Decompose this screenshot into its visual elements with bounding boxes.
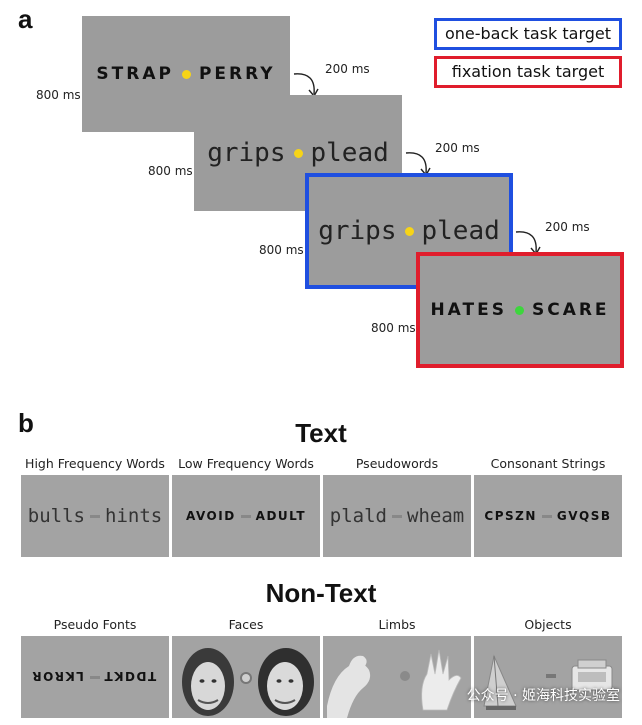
stimulus-low-frequency-words: AVOID ADULT [172, 475, 320, 557]
faces-image [182, 648, 314, 716]
stimulus-right-word: wheam [407, 505, 465, 527]
category-label-consonant-strings: Consonant Strings [490, 456, 606, 471]
stimulus-consonant-strings: CPSZN GVQSB [474, 475, 622, 557]
fixation-mark [240, 514, 251, 518]
frame-3-right-word: plead [421, 216, 500, 246]
category-label-pseudo-fonts: Pseudo Fonts [53, 617, 137, 632]
fixation-mark [541, 514, 552, 518]
frame-2-duration: 800 ms [148, 164, 193, 178]
stimulus-left-word: AVOID [185, 509, 236, 523]
frame-4-left-word: HATES [430, 300, 507, 320]
legend-oneback-target: one-back task target [434, 18, 622, 50]
watermark: 公众号 · 姬海科技实验室 [466, 688, 620, 704]
fixation-mark [89, 675, 100, 679]
stimulus-pseudowords: plald wheam [323, 475, 471, 557]
stimulus-high-frequency-words: bulls hints [21, 475, 169, 557]
fixation-dot-yellow [181, 69, 191, 79]
frame-4-right-word: SCARE [531, 300, 610, 320]
frame-2-left-word: grips [207, 138, 286, 168]
stimulus-faces [172, 636, 320, 718]
frame-1-duration: 800 ms [36, 88, 81, 102]
stimulus-right-word: GVQSB [556, 509, 612, 523]
stimulus-pseudo-fonts: ꓤOꓤꓘꓶ ꓕꓘꓓꓷꓕ [21, 636, 169, 718]
fixation-dot-yellow [404, 226, 414, 236]
pseudo-font-right: ꓕꓘꓓꓷꓕ [104, 670, 158, 684]
trial-frame-4-fixation-target: HATES SCARE [416, 252, 624, 368]
frame-4-duration: 800 ms [371, 321, 416, 335]
stimulus-left-word: plald [329, 505, 387, 527]
isi-3: 200 ms [545, 220, 590, 234]
category-label-objects: Objects [524, 617, 572, 632]
pseudo-font-left: ꓤOꓤꓘꓶ [32, 670, 85, 684]
frame-1-left-word: STRAP [96, 64, 174, 84]
stimulus-left-word: bulls [27, 505, 85, 527]
trial-frame-1: STRAP PERRY [82, 16, 290, 132]
text-section-title: Text [295, 418, 347, 448]
stimulus-right-word: ADULT [255, 509, 307, 523]
stimulus-limbs [323, 636, 471, 718]
category-label-low-frequency: Low Frequency Words [178, 456, 314, 471]
isi-2: 200 ms [435, 141, 480, 155]
nontext-section-title: Non-Text [265, 578, 377, 608]
fixation-dot-green [514, 305, 524, 315]
frame-1-right-word: PERRY [198, 64, 276, 84]
fixation-dot-yellow [293, 148, 303, 158]
panel-a-label: a [18, 4, 33, 34]
category-label-faces: Faces [228, 617, 264, 632]
frame-2-right-word: plead [310, 138, 389, 168]
fixation-mark [90, 514, 100, 518]
panel-b-label: b [18, 408, 34, 438]
objects-image [483, 654, 613, 710]
fixation-mark [392, 514, 402, 518]
isi-1: 200 ms [325, 62, 370, 76]
limbs-image [327, 649, 462, 718]
legend-fixation-target: fixation task target [434, 56, 622, 88]
frame-3-duration: 800 ms [259, 243, 304, 257]
category-label-pseudowords: Pseudowords [355, 456, 439, 471]
stimulus-right-word: hints [105, 505, 163, 527]
category-label-high-frequency: High Frequency Words [25, 456, 165, 471]
frame-3-left-word: grips [318, 216, 397, 246]
stimulus-objects [474, 636, 622, 718]
stimulus-left-word: CPSZN [484, 509, 537, 523]
category-label-limbs: Limbs [378, 617, 416, 632]
